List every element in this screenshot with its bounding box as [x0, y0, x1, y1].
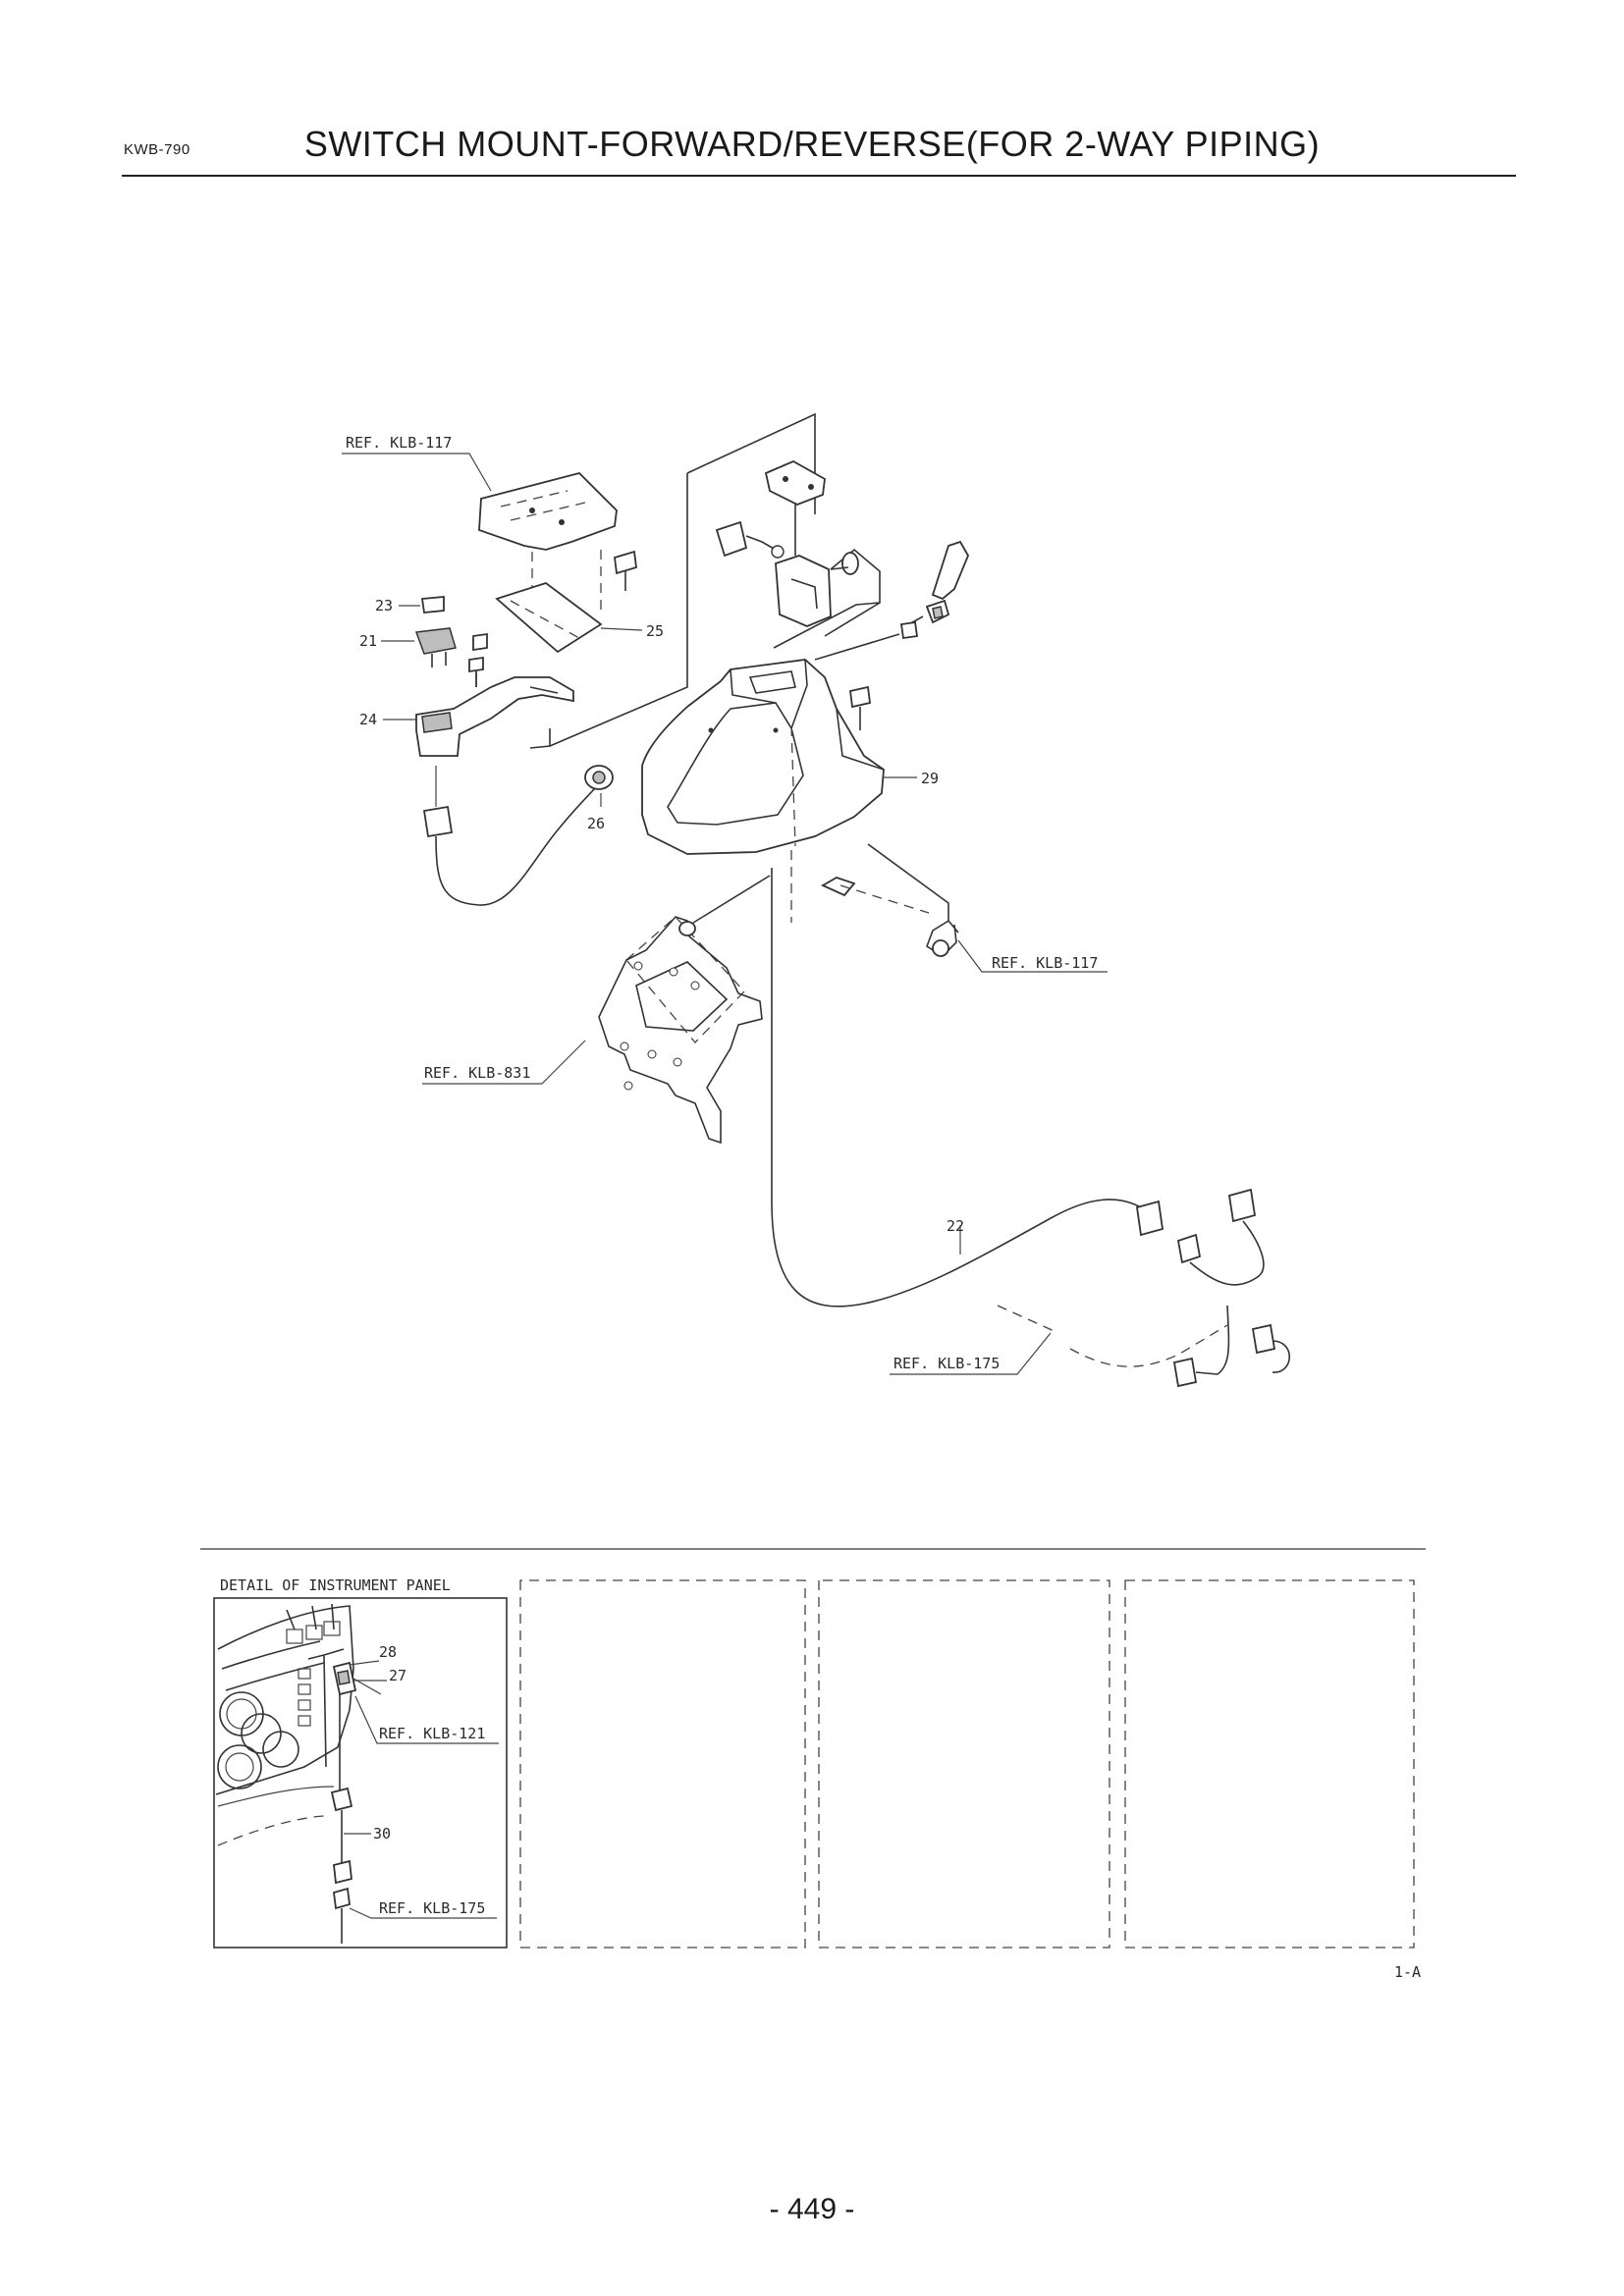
- page-title: SWITCH MOUNT-FORWARD/REVERSE(FOR 2-WAY P…: [0, 124, 1624, 165]
- bolt-part: [614, 550, 637, 591]
- leader-ref-klb-175-detail: [349, 1907, 497, 1919]
- cable-part: [435, 780, 602, 906]
- mount-bracket-part: [764, 459, 832, 627]
- panel-bracket-part: [598, 916, 763, 1145]
- leader-ref-klb-117-right: [957, 939, 1108, 973]
- leader-ref-klb-175: [890, 1332, 1052, 1375]
- bracket-part-24: [415, 676, 574, 757]
- header-rule: [122, 175, 1516, 177]
- callout-22: 22: [947, 1217, 964, 1235]
- sheet-code: 1-A: [1394, 1963, 1421, 1981]
- model-code: KWB-790: [124, 141, 190, 158]
- callout-ref-klb-831: REF. KLB-831: [424, 1064, 530, 1082]
- callout-28: 28: [379, 1643, 397, 1661]
- lower-bracket-part: [821, 843, 959, 958]
- lever-part: [925, 540, 969, 624]
- frame-line: [529, 728, 551, 749]
- callout-27: 27: [389, 1667, 406, 1684]
- page-number: - 449 -: [769, 2193, 855, 2225]
- harness-connectors: [1135, 1188, 1290, 1388]
- callout-ref-klb-117-top: REF. KLB-117: [346, 434, 452, 452]
- detail-caption: DETAIL OF INSTRUMENT PANEL: [220, 1576, 451, 1594]
- harness-part-22: [771, 868, 1142, 1308]
- callout-25: 25: [646, 622, 664, 640]
- top-cover-part: [478, 471, 618, 551]
- leader-ref-klb-117-top: [342, 453, 492, 492]
- assembly-line: [814, 633, 900, 661]
- frame-line: [773, 602, 881, 649]
- page-title-text: SWITCH MOUNT-FORWARD/REVERSE(FOR 2-WAY P…: [303, 124, 1321, 164]
- callout-ref-klb-175-detail: REF. KLB-175: [379, 1899, 485, 1917]
- assembly-line: [531, 550, 602, 616]
- harness-branch: [997, 1305, 1228, 1367]
- empty-detail-frame-1: [519, 1579, 806, 1949]
- callout-26: 26: [587, 815, 605, 832]
- grommet-part-26: [584, 765, 614, 790]
- screw-part: [849, 685, 871, 730]
- leader-28: [349, 1660, 380, 1666]
- leader-ref-klb-831: [422, 1040, 586, 1085]
- callout-ref-klb-175: REF. KLB-175: [893, 1355, 1000, 1372]
- plate-part-25: [495, 582, 603, 654]
- callout-24: 24: [359, 711, 377, 728]
- frame-line: [549, 473, 688, 747]
- empty-detail-frame-3: [1124, 1579, 1415, 1949]
- part-23: [420, 596, 445, 614]
- connector-part: [422, 805, 454, 838]
- callout-21: 21: [359, 632, 377, 650]
- callout-ref-klb-117-right: REF. KLB-117: [992, 954, 1098, 972]
- screw-part: [468, 656, 484, 687]
- main-cover-part-29: [641, 659, 885, 855]
- callout-30: 30: [373, 1825, 391, 1842]
- assembly-line: [830, 566, 849, 570]
- bolt-part: [715, 520, 785, 559]
- callout-23: 23: [375, 597, 393, 614]
- callout-ref-klb-121: REF. KLB-121: [379, 1725, 485, 1742]
- nut-part: [472, 632, 488, 652]
- washer-part: [841, 552, 859, 575]
- nut-part: [899, 620, 919, 640]
- leader-ref-klb-121: [354, 1695, 499, 1744]
- switch-part-21: [414, 627, 457, 667]
- detail-panel-frame: [213, 1597, 508, 1949]
- assembly-line: [692, 875, 771, 924]
- leader-25: [600, 627, 643, 631]
- empty-detail-frame-2: [818, 1579, 1110, 1949]
- callout-29: 29: [921, 770, 939, 787]
